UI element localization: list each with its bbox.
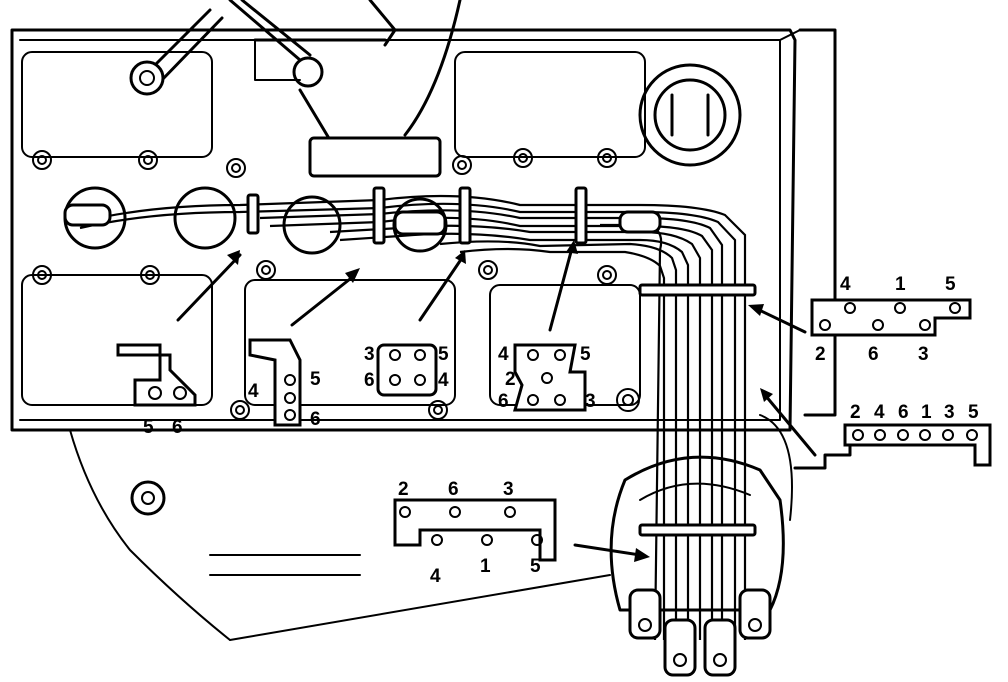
engine-block-outline xyxy=(69,414,793,641)
clip-right-a-label: 6 xyxy=(868,344,879,365)
pointer-arrows xyxy=(176,240,817,562)
clip-left-a-label: 5 xyxy=(143,417,154,438)
clip-right-b-label: 5 xyxy=(968,402,979,423)
separator-clip-right-a xyxy=(810,298,972,337)
clip-left-b-label: 5 xyxy=(310,369,321,390)
separator-clip-left-a xyxy=(116,343,197,407)
clip-right-b-label: 6 xyxy=(898,402,909,423)
clip-left-a-label: 6 xyxy=(172,417,183,438)
cylinder-head-outline xyxy=(10,28,837,432)
clip-bottom-label: 2 xyxy=(398,479,409,500)
separator-clip-mid-a xyxy=(376,343,438,397)
clip-right-b-label: 1 xyxy=(921,402,932,423)
clip-mid-a-label: 3 xyxy=(364,344,375,365)
cylinder-number-labels: 5 6 4 5 6 3 5 6 4 4 5 2 6 3 4 1 5 2 6 3 … xyxy=(143,274,979,587)
separator-clip-left-b xyxy=(248,338,302,427)
clip-right-a-label: 1 xyxy=(895,274,906,295)
clip-bottom-label: 3 xyxy=(503,479,514,500)
clip-mid-b-label: 3 xyxy=(585,391,596,412)
clip-mid-b-label: 5 xyxy=(580,344,591,365)
clip-bottom-label: 4 xyxy=(430,566,441,587)
clip-mid-b-label: 2 xyxy=(505,369,516,390)
clip-right-b-label: 3 xyxy=(944,402,955,423)
separator-clip-bottom xyxy=(393,498,557,562)
oil-filler-cap xyxy=(638,63,742,167)
clip-mid-a-label: 6 xyxy=(364,370,375,391)
clip-right-a-label: 4 xyxy=(840,274,851,295)
clip-mid-b-label: 6 xyxy=(498,391,509,412)
clip-bottom-label: 6 xyxy=(448,479,459,500)
head-bolts xyxy=(32,148,640,420)
distributor-cap xyxy=(609,455,785,677)
clip-bottom-label: 1 xyxy=(480,556,491,577)
clip-right-b-label: 2 xyxy=(850,402,861,423)
clip-right-a-label: 5 xyxy=(945,274,956,295)
throttle-linkage xyxy=(129,0,462,178)
separator-clip-right-b xyxy=(793,423,992,470)
clip-mid-a-label: 5 xyxy=(438,344,449,365)
clip-right-a-label: 2 xyxy=(815,344,826,365)
clip-right-a-label: 3 xyxy=(918,344,929,365)
clip-left-b-label: 6 xyxy=(310,409,321,430)
clip-mid-b-label: 4 xyxy=(498,344,509,365)
separator-clip-mid-b xyxy=(513,343,587,412)
clip-left-b-label: 4 xyxy=(248,381,259,402)
clip-bottom-label: 5 xyxy=(530,556,541,577)
spark-plug-wire-harness xyxy=(63,186,757,641)
clip-right-b-label: 4 xyxy=(874,402,885,423)
clip-mid-a-label: 4 xyxy=(438,370,449,391)
